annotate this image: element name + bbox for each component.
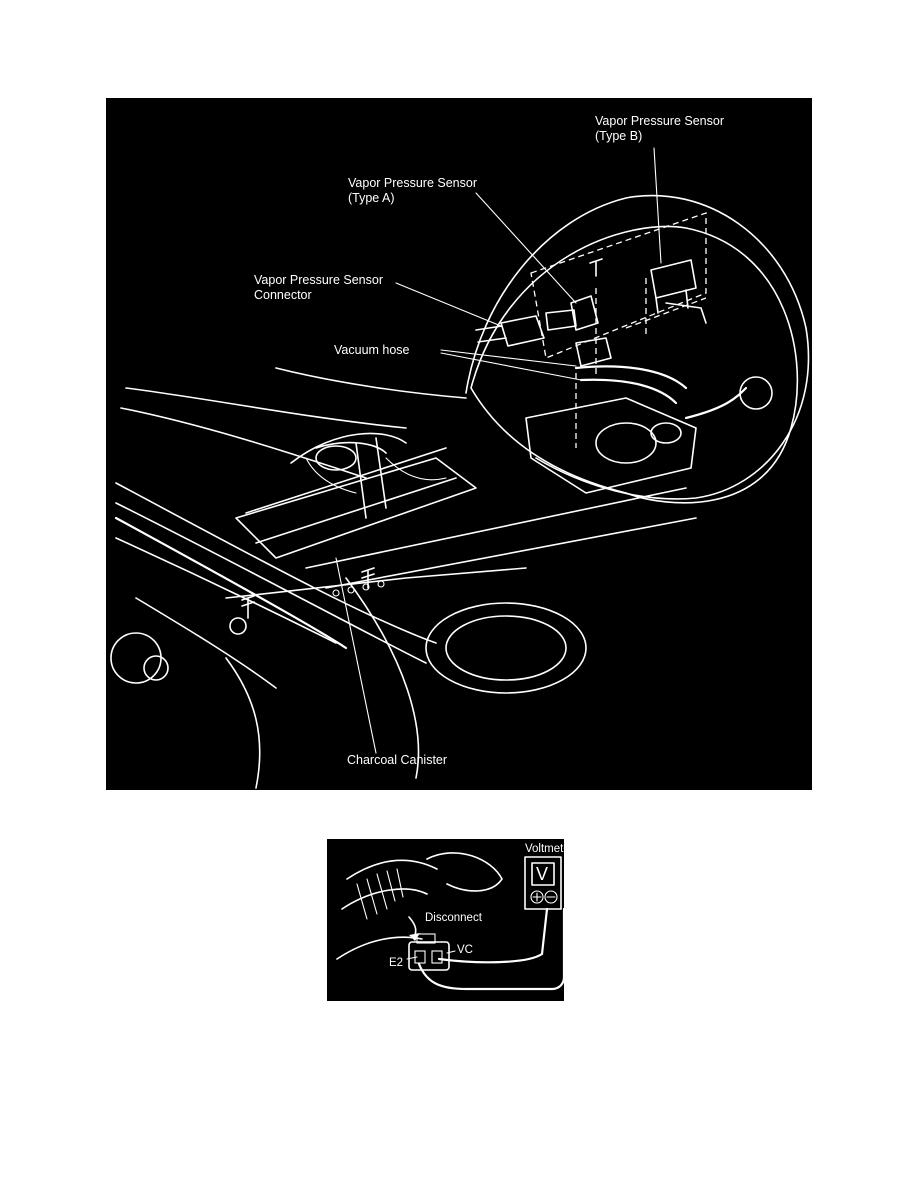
sensor-connector-plug	[408, 941, 450, 971]
leader-type-b	[653, 147, 662, 264]
label-voltmeter: Voltmeter	[525, 843, 564, 855]
probe-lead-positive	[437, 907, 549, 964]
probe-lead-negative	[417, 907, 564, 991]
negative-terminal-icon	[544, 890, 558, 904]
label-vapor-pressure-sensor-type-b: Vapor Pressure Sensor (Type B)	[595, 114, 724, 143]
test-line-art	[336, 852, 564, 991]
disconnect-arrow	[408, 916, 417, 936]
voltmeter	[524, 856, 562, 910]
positive-terminal-icon	[530, 890, 544, 904]
label-vacuum-hose: Vacuum hose	[334, 343, 410, 357]
sensor-connector	[500, 315, 545, 347]
vapor-pressure-sensor-type-a	[570, 295, 599, 331]
leader-vacuum-hose-2	[440, 352, 582, 381]
label-vapor-pressure-sensor-type-a: Vapor Pressure Sensor (Type A)	[348, 176, 477, 205]
component-line-art	[110, 147, 810, 789]
vacuum-hose	[574, 365, 688, 390]
detail-zoom-circle	[470, 225, 799, 504]
vapor-pressure-sensor-type-b	[650, 259, 697, 299]
voltmeter-symbol: V	[536, 864, 549, 884]
evap-component-location-diagram: Vapor Pressure Sensor (Type B) Vapor Pre…	[106, 98, 812, 790]
label-vc: VC	[457, 944, 473, 956]
fuel-tank-opening	[445, 615, 567, 681]
leader-type-a	[475, 192, 577, 304]
voltmeter-test-diagram: Voltmeter V Disconnect VC E2	[327, 839, 564, 1001]
leader-connector	[395, 282, 502, 327]
label-disconnect: Disconnect	[425, 912, 482, 924]
label-charcoal-canister: Charcoal Canister	[347, 753, 448, 767]
charcoal-canister	[245, 447, 457, 544]
leader-vacuum-hose-1	[440, 349, 577, 367]
label-e2: E2	[389, 957, 404, 969]
voltmeter-display	[531, 862, 555, 886]
leader-charcoal-canister	[335, 557, 377, 754]
wire-harness	[346, 859, 438, 880]
label-vapor-pressure-sensor-connector: Vapor Pressure Sensor Connector	[254, 273, 383, 302]
